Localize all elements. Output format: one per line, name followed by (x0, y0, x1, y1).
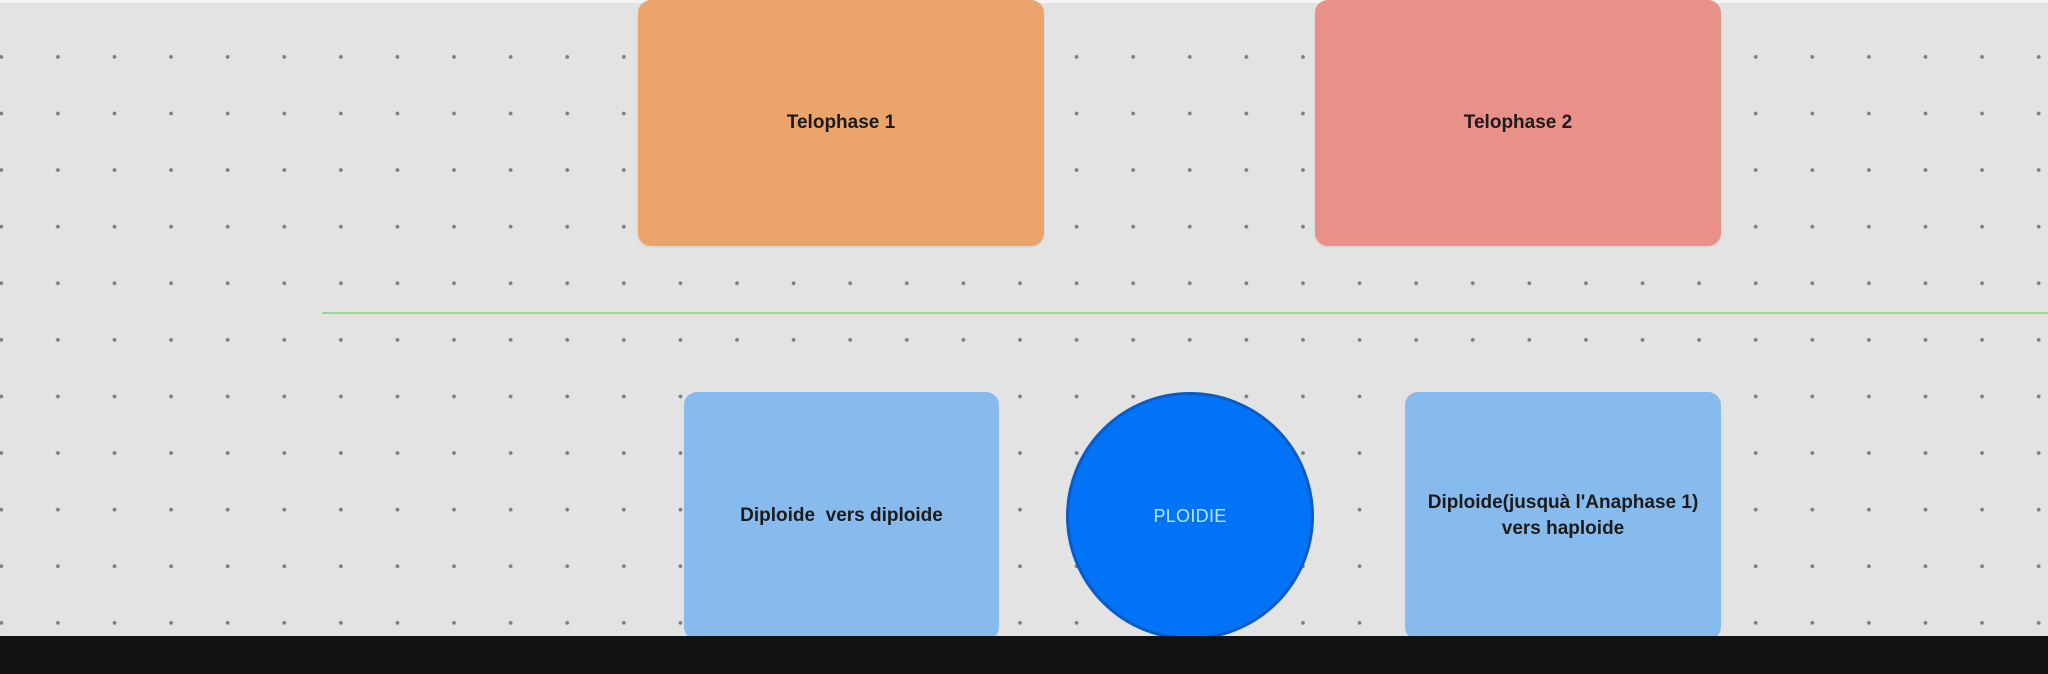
sticky-note-telophase-2[interactable]: Telophase 2 (1315, 0, 1721, 246)
sticky-note-label: Diploide vers diploide (740, 505, 943, 526)
sticky-note-diploide-vers-diploide[interactable]: Diploide vers diploide (684, 392, 999, 636)
sticky-note-diploide-vers-haploide[interactable]: Diploide(jusquà l'Anaphase 1) vers haplo… (1405, 392, 1721, 636)
sticky-note-telophase-1[interactable]: Telophase 1 (638, 0, 1044, 246)
sticky-note-label: Diploide(jusquà l'Anaphase 1) vers haplo… (1427, 492, 1699, 539)
divider-line[interactable] (322, 312, 2048, 314)
sticky-note-label: Telophase 2 (1463, 112, 1573, 133)
circle-label: PLOIDIE (1153, 505, 1227, 526)
ploidie-circle-node[interactable]: PLOIDIE (1066, 392, 1314, 636)
sticky-note-label: Telophase 1 (786, 112, 896, 133)
bottom-bar (0, 636, 2048, 674)
whiteboard-canvas[interactable]: Telophase 1 Telophase 2 Diploide vers di… (0, 0, 2048, 636)
